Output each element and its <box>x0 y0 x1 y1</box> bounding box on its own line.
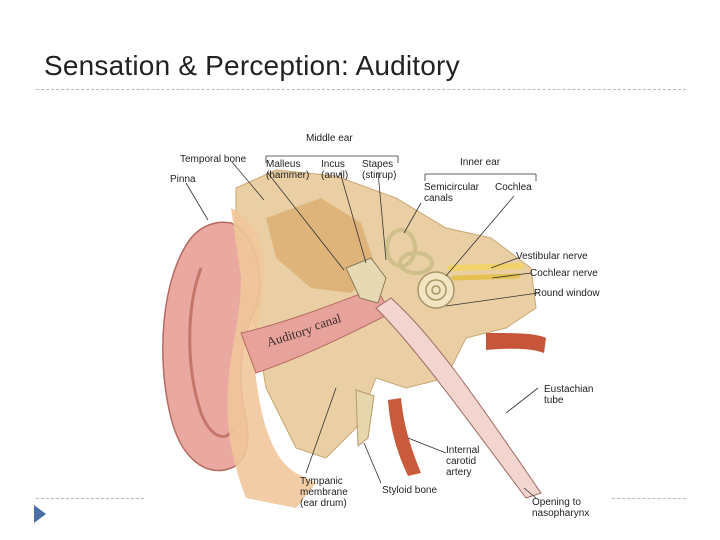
eustachian-tube-shape <box>375 297 542 499</box>
label-malleus-sub: (hammer) <box>266 170 310 181</box>
label-eustachian-sub: tube <box>544 395 564 406</box>
label-internal: Internal <box>446 445 480 456</box>
label-stapes-sub: (stirrup) <box>362 170 397 181</box>
label-membrane: membrane <box>300 487 348 498</box>
label-eustachian: Eustachian tube <box>544 384 593 406</box>
bullet-arrow-icon <box>34 505 46 523</box>
label-middle-ear: Middle ear <box>306 133 353 144</box>
label-nasopharynx: nasopharynx <box>532 508 590 519</box>
label-semicircular-sub: canals <box>424 193 453 204</box>
label-incus-sub: (anvil) <box>321 170 349 181</box>
ear-illustration <box>162 155 546 508</box>
label-malleus-name: Malleus <box>266 159 301 170</box>
carotid-artery-shape <box>486 333 546 353</box>
cochlea-shape <box>417 271 455 309</box>
label-eustachian-name: Eustachian <box>544 384 594 395</box>
ear-anatomy-diagram: Middle ear Temporal bone Malleus (hammer… <box>146 128 610 522</box>
label-incus-name: Incus <box>321 159 345 170</box>
label-inner-ear: Inner ear <box>460 157 501 168</box>
label-pinna: Pinna <box>170 174 196 185</box>
cartilage-shape <box>227 208 316 508</box>
pinna-inner-fold <box>188 267 236 438</box>
footer-divider-right <box>612 498 686 499</box>
label-tympanic-membrane: Tympanic membrane (ear drum) <box>300 476 348 509</box>
label-opening: Opening to <box>532 497 581 508</box>
leader-lines <box>185 155 539 499</box>
slide-title: Sensation & Perception: Auditory <box>44 50 460 81</box>
label-semicircular-name: Semicircular <box>424 182 480 193</box>
label-artery: artery <box>446 467 472 478</box>
vestibular-nerve-shape <box>448 263 524 271</box>
label-malleus: Malleus (hammer) <box>266 159 309 181</box>
label-styloid-bone: Styloid bone <box>382 485 438 496</box>
label-cochlear-nerve: Cochlear nerve <box>530 268 598 279</box>
label-vestibular-nerve: Vestibular nerve <box>516 251 588 262</box>
footer-divider-left <box>36 498 144 499</box>
internal-carotid-shape <box>388 398 421 476</box>
label-internal-carotid: Internal carotid artery <box>446 445 479 478</box>
label-stapes: Stapes (stirrup) <box>362 159 396 181</box>
label-stapes-name: Stapes <box>362 159 394 170</box>
title-divider <box>36 89 686 90</box>
label-round-window: Round window <box>534 288 600 299</box>
label-tympanic: Tympanic <box>300 476 343 487</box>
label-ear-drum: (ear drum) <box>300 498 347 509</box>
label-opening-nasopharynx: Opening to nasopharynx <box>532 497 589 519</box>
label-temporal-bone: Temporal bone <box>180 154 247 165</box>
label-carotid: carotid <box>446 456 477 467</box>
styloid-shape <box>355 389 375 448</box>
ossicles-shape <box>345 257 387 304</box>
label-incus: Incus (anvil) <box>321 159 348 181</box>
label-semicircular: Semicircular canals <box>424 182 479 204</box>
label-cochlea: Cochlea <box>495 182 532 193</box>
